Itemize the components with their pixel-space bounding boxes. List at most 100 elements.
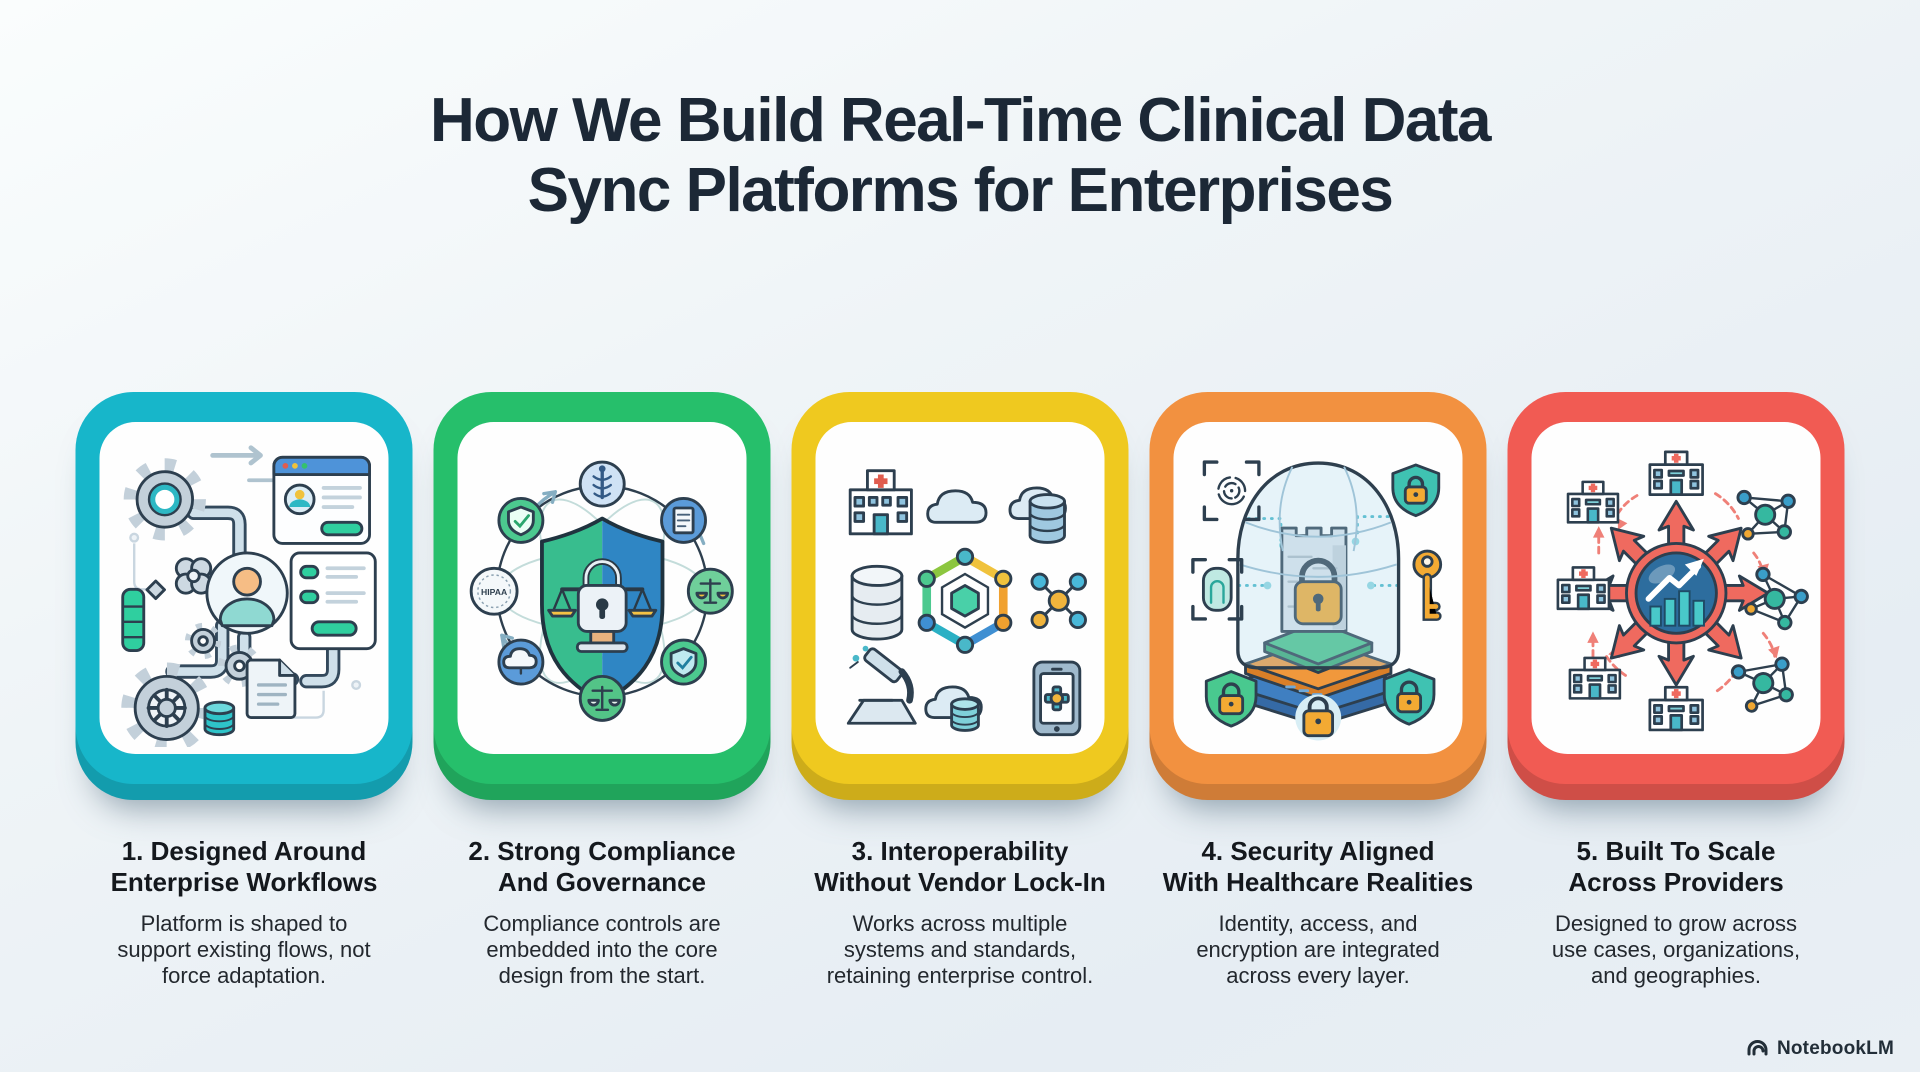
hospital-icon [848,468,913,535]
hospital-icon [1648,685,1704,731]
padlock-icon [1295,694,1341,741]
shield-lock-icon [1204,669,1258,728]
trend-arrow [1645,563,1701,602]
microscope-icon [846,645,917,725]
scale-across-providers-illustration [1556,450,1813,731]
document-icon [245,658,297,719]
clover-node-icon [174,556,212,595]
shield-lock-scales-icon [539,516,665,704]
steps-row: 1. Designed Around Enterprise Workflows … [75,392,1845,989]
step-1-heading-line1: 1. Designed Around [121,836,367,866]
user-avatar-icon [205,551,289,635]
document-badge-icon [659,496,707,544]
padlock-icon [1293,557,1343,625]
watermark: NotebookLM [1746,1038,1894,1060]
shield-check-badge-icon [497,496,545,544]
step-card-1-frame [75,392,413,800]
step-card-3: 3. Interoperability Without Vendor Lock-… [791,392,1129,989]
step-4-text: 4. Security Aligned With Healthcare Real… [1138,836,1498,989]
gear-icon [123,457,206,541]
database-icon [203,700,235,736]
bar-chart-bars [1649,589,1705,627]
fingerprint-icon [1202,460,1261,521]
enterprise-workflows-illustration [121,444,377,748]
step-card-2-frame: HIPAA [433,392,771,800]
compliance-governance-illustration: HIPAA [469,460,734,722]
caduceus-badge-icon [578,460,626,508]
hospital-icon [1648,450,1704,496]
network-cluster-icon [1729,651,1799,715]
step-1-heading: 1. Designed Around Enterprise Workflows [64,836,424,898]
gear-icon [121,662,212,748]
step-card-2-canvas: HIPAA [457,422,747,754]
biometric-scanner-icon [1191,557,1244,621]
trend-arrow-head [1684,558,1704,576]
hipaa-seal-icon: HIPAA [469,566,519,616]
step-4-heading: 4. Security Aligned With Healthcare Real… [1162,836,1474,897]
step-card-3-canvas [815,422,1105,754]
key-icon [1412,549,1442,621]
step-card-5: 5. Built To Scale Across Providers Desig… [1507,392,1845,989]
step-card-1-canvas [99,422,389,754]
gear-icon [184,622,222,659]
step-4-description: Identity, access, and encryption are int… [1196,911,1440,988]
hospital-icon [1556,565,1611,610]
checklist-panel-icon [289,551,377,650]
step-card-5-frame [1507,392,1845,800]
step-2-description: Compliance controls are embedded into th… [483,911,721,988]
cloud-icon [926,488,988,524]
scales-badge-icon [686,567,734,615]
hospital-icon [1566,480,1620,524]
scales-icon [546,587,658,618]
smartphone-health-icon [1032,660,1082,736]
step-2-heading: 2. Strong Compliance And Governance [468,836,736,897]
dashed-arrow-lines [1591,491,1776,692]
diamond-node-icon [145,579,166,600]
dome-globe-lines [1239,466,1397,578]
step-card-1: 1. Designed Around Enterprise Workflows … [75,392,413,989]
step-card-4-frame [1149,392,1487,800]
circuit-trace-lines [128,532,361,719]
network-cluster-icon [1736,489,1796,541]
pedestal [589,629,615,644]
cloud-database-icon [1008,486,1067,544]
step-1-heading-line2: Enterprise Workflows [110,867,378,897]
step-3-text: 3. Interoperability Without Vendor Lock-… [780,836,1140,989]
step-5-description: Designed to grow across use cases, organ… [1551,911,1801,988]
step-1-description: Platform is shaped to support existing f… [117,911,371,988]
step-card-4-canvas [1173,422,1463,754]
watermark-label: NotebookLM [1776,1038,1894,1059]
step-5-text: 5. Built To Scale Across Providers Desig… [1496,836,1856,989]
step-2-text: 2. Strong Compliance And Governance Comp… [422,836,782,989]
hexagon-network-icon [917,547,1013,654]
database-icon [850,564,904,641]
molecule-icon [1030,572,1087,629]
step-3-heading: 3. Interoperability Without Vendor Lock-… [814,836,1106,897]
castle-tower-icon [1280,526,1348,633]
step-1-text: 1. Designed Around Enterprise Workflows … [64,836,424,989]
glass-dome-icon [1235,461,1401,670]
step-card-3-frame [791,392,1129,800]
step-5-heading: 5. Built To Scale Across Providers [1568,836,1784,897]
shield-lock-icon [1391,463,1440,517]
shield-lock-icon [1382,667,1436,726]
step-card-5-canvas [1531,422,1821,754]
interoperability-illustration [846,468,1087,736]
svg-text:HIPAA: HIPAA [481,587,507,597]
step-3-description: Works across multiple systems and standa… [826,911,1094,988]
scales-badge-icon [578,674,626,722]
security-layers-illustration [1191,460,1442,741]
browser-window-icon [272,455,371,545]
step-card-4: 4. Security Aligned With Healthcare Real… [1149,392,1487,989]
notebooklm-logo-icon [1747,1040,1768,1056]
cloud-badge-icon [497,638,545,686]
growth-chart-hub-icon [1624,541,1728,644]
page-title-line1: How We Build Real-Time Clinical Data [430,85,1491,155]
pedestal-base [575,641,629,653]
stack-icon [121,587,145,652]
step-card-2: HIPAA [433,392,771,989]
shield-check-badge-icon [659,638,707,686]
page-title: How We Build Real-Time Clinical Data Syn… [0,86,1920,226]
cloud-database-icon [924,685,983,732]
page-title-line2: Sync Platforms for Enterprises [527,155,1394,225]
